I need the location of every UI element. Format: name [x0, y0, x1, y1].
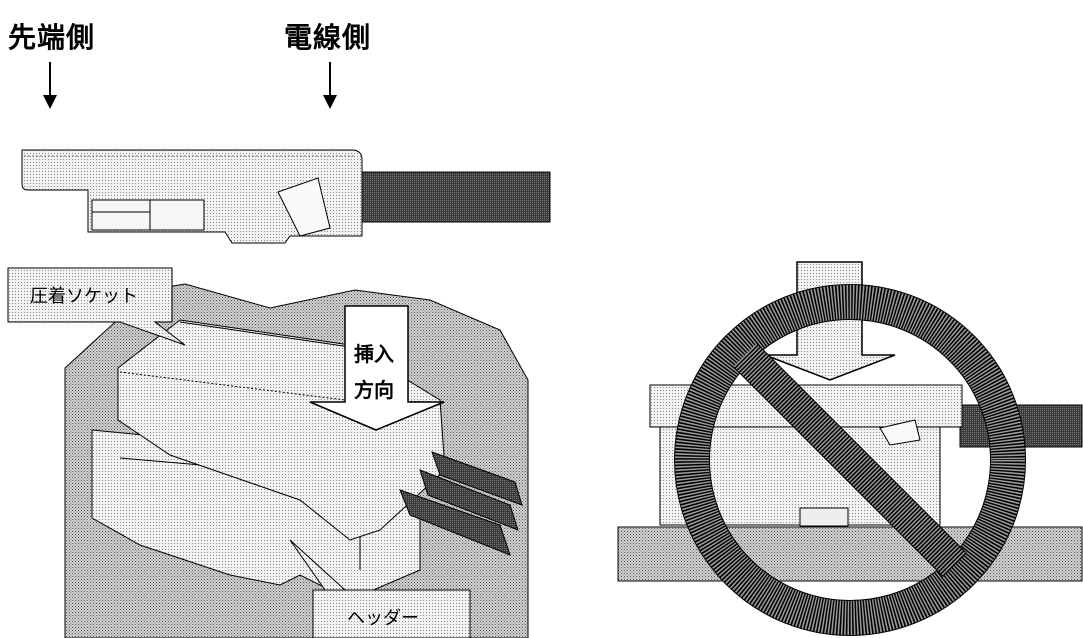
wire-side-arrow — [323, 62, 337, 109]
tip-side-arrow — [43, 62, 57, 109]
insertion-scene — [64, 283, 529, 638]
wires — [399, 451, 523, 556]
insert-direction-label-1: 挿入 — [354, 342, 394, 366]
header-callout — [289, 539, 471, 638]
insert-direction-label-2: 方向 — [354, 378, 394, 402]
header-label: ヘッダー — [347, 608, 419, 629]
prohibited-sign-icon — [674, 284, 1026, 636]
tip-side-label: 先端側 — [8, 21, 96, 54]
crimp-socket-callout — [7, 267, 186, 346]
wire-side-label: 電線側 — [284, 21, 372, 54]
insertion-direction-arrow — [309, 305, 445, 431]
crimp-socket-label: 圧着ソケット — [30, 286, 138, 307]
socket-side-view — [21, 149, 551, 244]
